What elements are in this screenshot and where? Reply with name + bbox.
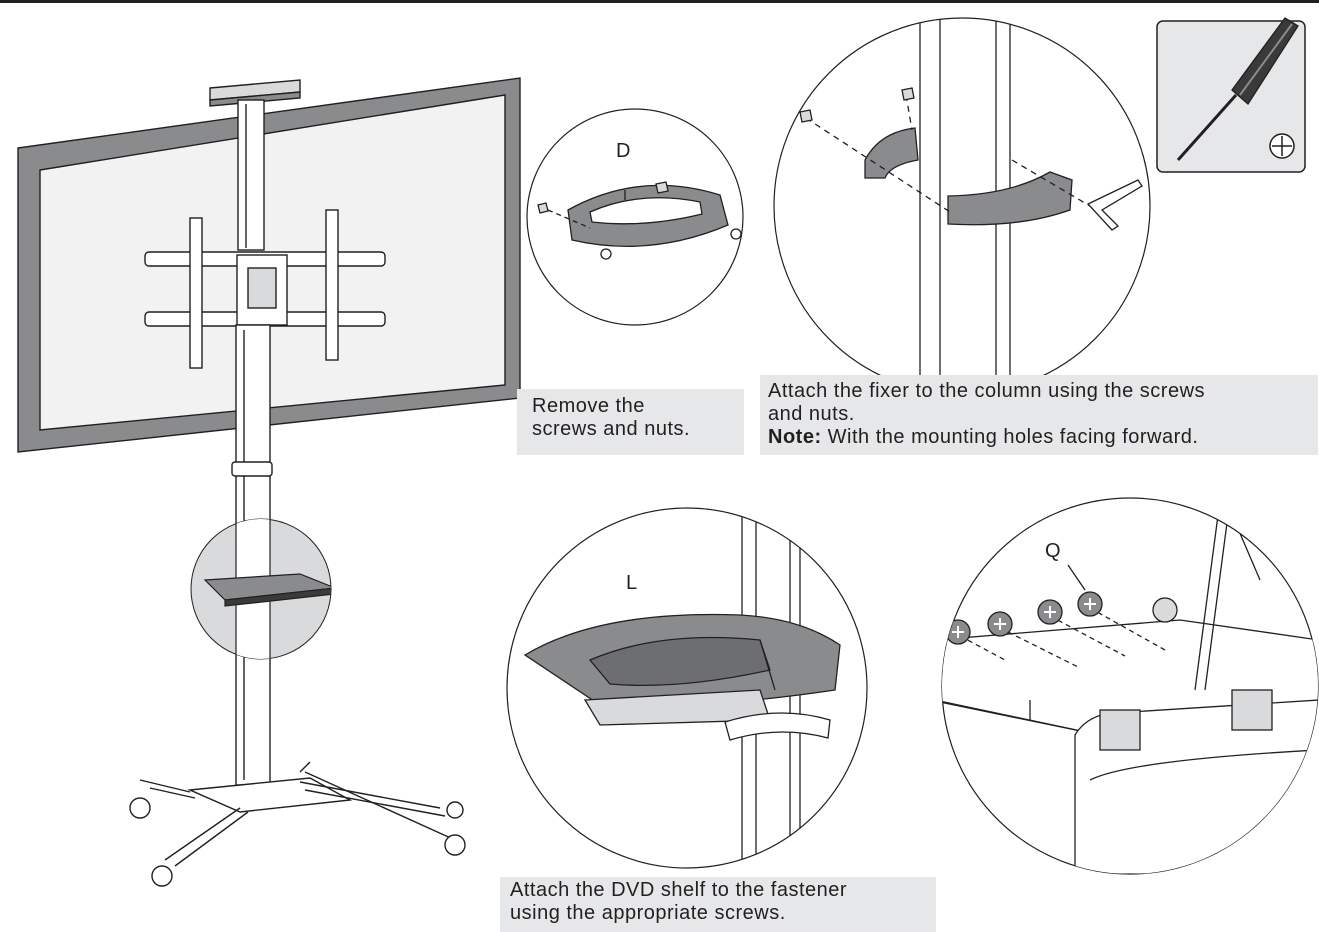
top-rule	[0, 0, 1319, 3]
detail-attach-fixer	[773, 17, 1151, 395]
caster-wheel	[446, 801, 464, 819]
caption-attach-fixer: Attach the fixer to the column using the…	[760, 375, 1318, 455]
nut	[799, 109, 813, 123]
caption-remove-line2: screws and nuts.	[532, 418, 691, 440]
cart-base	[129, 761, 466, 887]
part-label-l: L	[626, 572, 637, 594]
caption-fixer-line2: and nuts.	[768, 403, 855, 425]
caption-shelf-line1: Attach the DVD shelf to the fastener	[510, 879, 848, 901]
part-label-d: D	[616, 140, 630, 162]
detail-remove-screws: D	[526, 108, 744, 326]
caption-remove-line1: Remove the	[532, 395, 645, 417]
column-fastener	[724, 712, 831, 741]
caster-wheel	[444, 834, 466, 856]
note-text: With the mounting holes facing forward.	[821, 426, 1199, 448]
caption-attach-shelf: Attach the DVD shelf to the fastener usi…	[500, 877, 936, 932]
nut	[901, 87, 915, 101]
tv-cart-overview	[17, 77, 521, 887]
dvd-shelf-callout	[190, 518, 332, 660]
vesa-mount-bracket	[144, 209, 386, 369]
screw	[600, 248, 612, 260]
fixer-bracket-rear	[864, 127, 919, 179]
note-label: Note:	[768, 426, 822, 448]
phillips-screwdriver-icon	[1156, 17, 1306, 173]
nut	[655, 181, 669, 194]
detail-screws-q: Q	[941, 497, 1319, 875]
caption-shelf-line2: using the appropriate screws.	[510, 902, 786, 924]
allen-key-icon	[1086, 179, 1143, 231]
caption-remove-screws: Remove the screws and nuts.	[517, 389, 744, 455]
caption-fixer-line1: Attach the fixer to the column using the…	[768, 380, 1206, 402]
caster-wheel	[151, 865, 173, 887]
screw	[730, 228, 742, 240]
detail-attach-shelf: L	[506, 507, 868, 869]
column-fastener-ring	[231, 461, 273, 477]
nut	[537, 202, 549, 214]
caption-fixer-note: Note: With the mounting holes facing for…	[768, 426, 1318, 449]
caster-wheel	[129, 797, 151, 819]
fixer-bracket-front	[947, 171, 1073, 226]
part-label-q: Q	[1045, 540, 1061, 562]
